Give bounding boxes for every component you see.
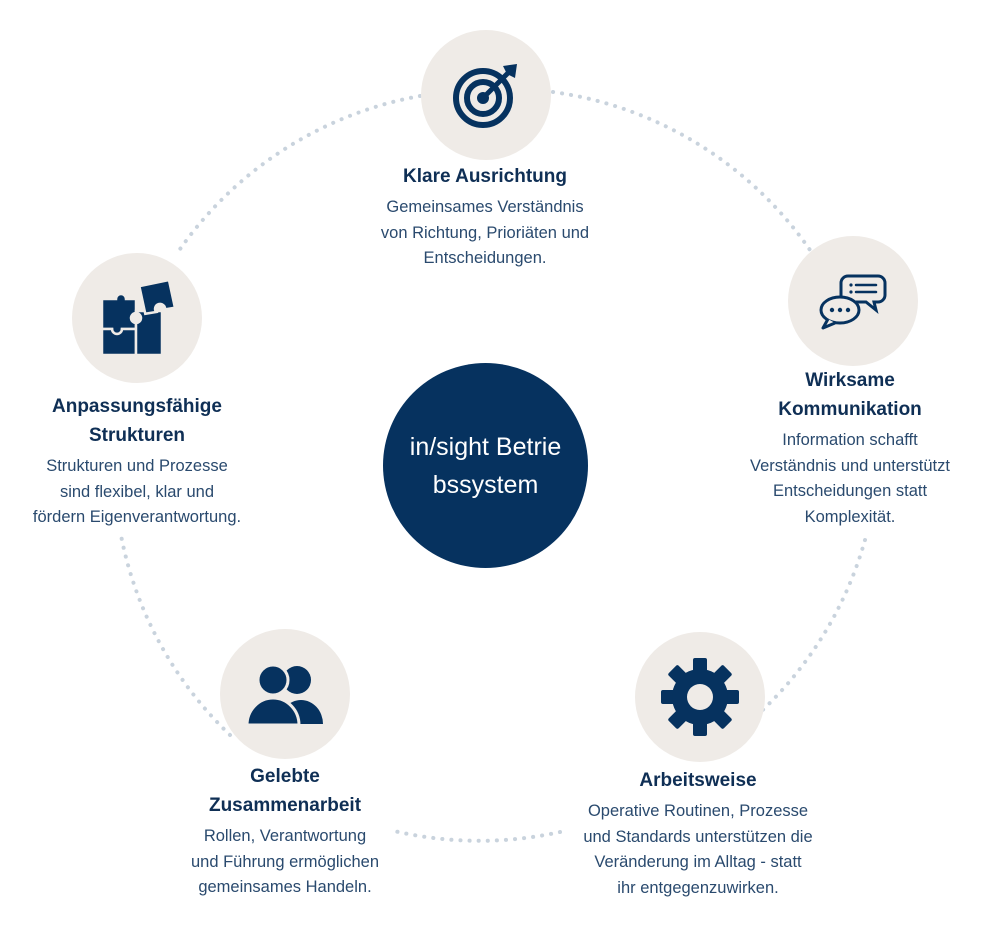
title-line: Strukturen bbox=[88, 425, 186, 446]
desc-line: Veränderung im Alltag - statt bbox=[594, 853, 802, 871]
node-description: Information schafft Verständnis und unte… bbox=[700, 428, 1000, 530]
people-icon-circle bbox=[220, 629, 350, 759]
desc-line: und Führung ermöglichen bbox=[190, 852, 380, 871]
center-label: in/sight Betriebssystem bbox=[409, 432, 562, 499]
ring-arc-3 bbox=[718, 538, 867, 747]
title-line: Kommunikation bbox=[778, 399, 922, 420]
title-line: Anpassungsfähige bbox=[52, 396, 222, 417]
node-title: Wirksame Kommunikation bbox=[700, 366, 1000, 424]
desc-line: sind flexibel, klar und bbox=[59, 482, 215, 501]
desc-line: Entscheidungen. bbox=[423, 249, 547, 267]
node-description: Operative Routinen, Prozesse und Standar… bbox=[548, 799, 848, 901]
desc-line: von Richtung, Prioriäten und bbox=[380, 223, 590, 242]
desc-line: fördern Eigenverantwortung. bbox=[32, 508, 242, 526]
node-title: Gelebte Zusammenarbeit bbox=[135, 762, 435, 820]
desc-line: und Standards unterstützen die bbox=[583, 827, 813, 846]
node-ausrichtung: Klare Ausrichtung Gemeinsames Verständni… bbox=[335, 162, 635, 272]
desc-line: Strukturen und Prozesse bbox=[46, 457, 228, 475]
ring-arc-1 bbox=[176, 94, 422, 254]
node-description: Gemeinsames Verständnis von Richtung, Pr… bbox=[335, 195, 635, 272]
title-line: Wirksame bbox=[805, 370, 895, 391]
node-description: Rollen, Verantwortung und Führung ermögl… bbox=[135, 824, 435, 901]
puzzle-icon-circle bbox=[72, 253, 202, 383]
gear-icon bbox=[661, 658, 739, 736]
node-kommunikation: Wirksame Kommunikation Information schaf… bbox=[700, 366, 1000, 530]
puzzle-icon bbox=[100, 278, 177, 357]
node-title: Anpassungsfähige Strukturen bbox=[0, 392, 287, 450]
desc-line: Operative Routinen, Prozesse bbox=[587, 802, 809, 820]
ring-arc-2 bbox=[551, 90, 812, 252]
desc-line: gemeinsames Handeln. bbox=[198, 878, 372, 896]
node-title: Arbeitsweise bbox=[639, 770, 757, 791]
desc-line: Entscheidungen statt bbox=[772, 482, 928, 500]
desc-line: Komplexität. bbox=[804, 507, 896, 526]
desc-line: ihr entgegenzuwirken. bbox=[617, 878, 779, 897]
desc-line: Verständnis und unterstützt bbox=[750, 456, 950, 475]
node-title: Klare Ausrichtung bbox=[403, 166, 567, 187]
desc-line: Information schafft bbox=[782, 431, 918, 449]
center-circle: in/sight Betriebssystem bbox=[383, 363, 588, 568]
chat-bubbles-icon-circle bbox=[788, 236, 918, 366]
ring-arc-4 bbox=[388, 828, 562, 843]
people-icon bbox=[245, 663, 323, 726]
node-description: Strukturen und Prozesse sind flexibel, k… bbox=[0, 454, 287, 531]
node-strukturen: Anpassungsfähige Strukturen Strukturen u… bbox=[0, 392, 287, 531]
title-line: Zusammenarbeit bbox=[208, 795, 362, 816]
gear-icon-circle bbox=[635, 632, 765, 762]
desc-line: Gemeinsames Verständnis bbox=[386, 198, 584, 216]
chat-bubbles-icon bbox=[819, 274, 887, 330]
node-arbeitsweise: Arbeitsweise Operative Routinen, Prozess… bbox=[548, 766, 848, 901]
target-icon-circle bbox=[421, 30, 551, 160]
title-line: Gelebte bbox=[250, 766, 320, 787]
target-icon bbox=[453, 64, 517, 128]
ring-arc-5 bbox=[118, 528, 232, 737]
node-zusammenarbeit: Gelebte Zusammenarbeit Rollen, Verantwor… bbox=[135, 762, 435, 901]
desc-line: Rollen, Verantwortung bbox=[203, 827, 367, 845]
